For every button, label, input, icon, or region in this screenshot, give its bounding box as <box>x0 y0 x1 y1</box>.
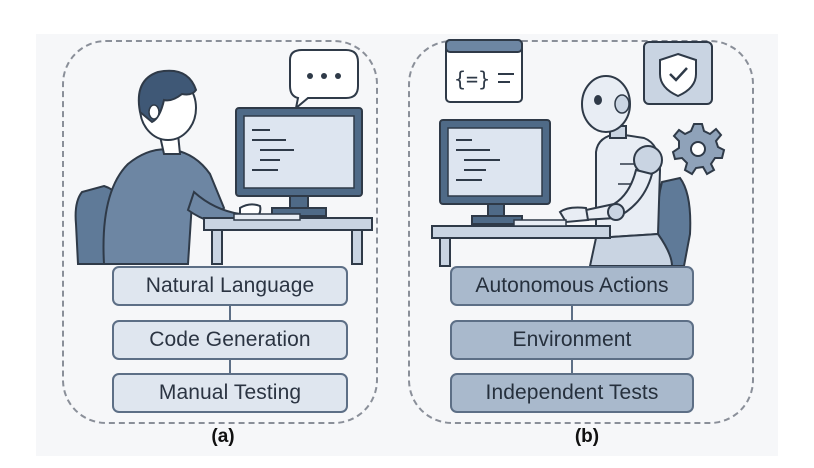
panel-b-illustration: {=} <box>431 39 726 267</box>
panel-a-dashed-border <box>62 40 378 424</box>
connector-b-1 <box>571 306 573 320</box>
step-environment: Environment <box>450 320 694 360</box>
step-manual-testing: Manual Testing <box>112 373 348 413</box>
connector-a-2 <box>229 360 231 374</box>
panel-label-b: (b) <box>574 426 600 447</box>
gear-icon <box>671 123 726 176</box>
desk-icon <box>203 217 373 265</box>
step-autonomous-actions: Autonomous Actions <box>450 266 694 306</box>
svg-text:{=}: {=} <box>454 67 490 91</box>
step-independent-tests: Independent Tests <box>450 373 694 413</box>
panel-a-illustration <box>74 49 373 265</box>
shield-check-icon <box>643 41 713 105</box>
step-natural-language: Natural Language <box>112 266 348 306</box>
connector-a-1 <box>229 306 231 320</box>
keyboard-icon <box>233 213 301 221</box>
connector-b-2 <box>571 360 573 374</box>
robot-icon <box>558 75 674 267</box>
desk-icon <box>431 225 611 267</box>
panel-b-dashed-border <box>408 40 754 424</box>
computer-monitor-icon <box>439 119 551 225</box>
step-code-generation: Code Generation <box>112 320 348 360</box>
code-window-icon: {=} <box>445 39 523 103</box>
speech-bubble-icon <box>289 49 359 111</box>
panel-label-a: (a) <box>211 426 235 447</box>
computer-monitor-icon <box>235 107 363 217</box>
user-icon <box>102 69 262 265</box>
keyboard-icon <box>513 219 567 227</box>
